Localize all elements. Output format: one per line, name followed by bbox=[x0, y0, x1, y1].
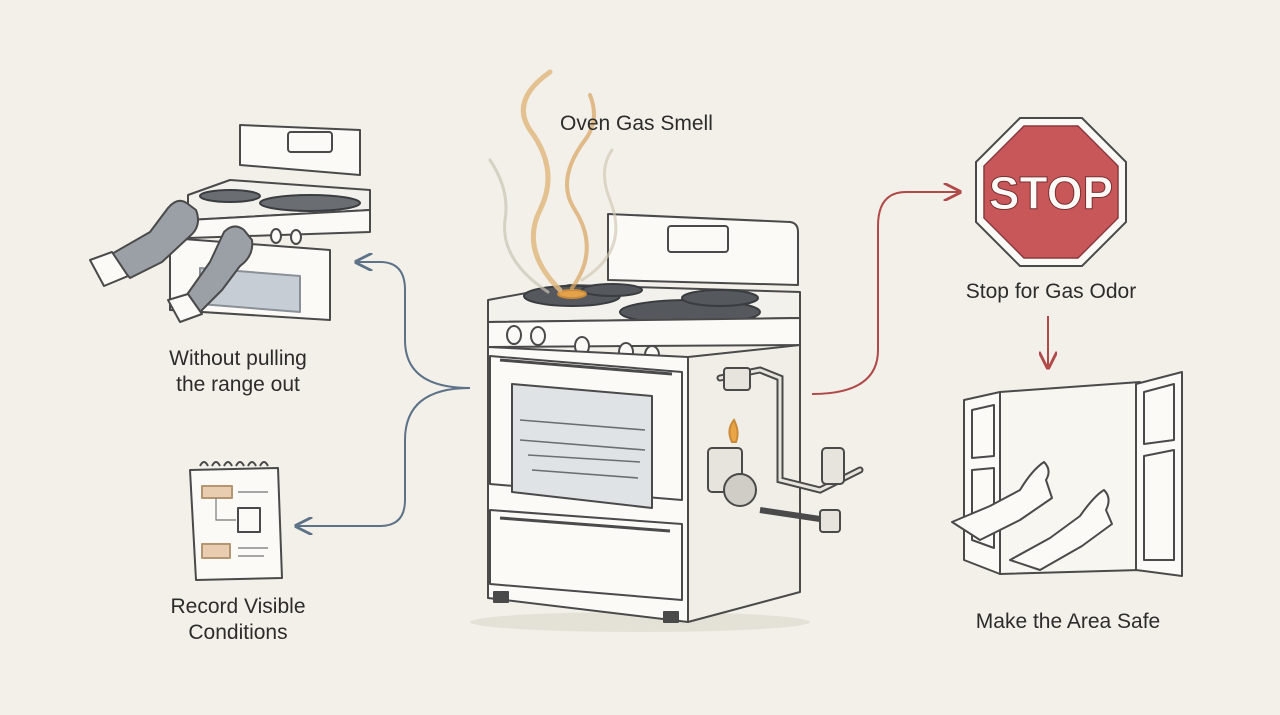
label-record-visible-line2: Conditions bbox=[188, 621, 288, 644]
arrow-to-notepad bbox=[298, 387, 471, 526]
label-record-visible-line1: Record Visible bbox=[170, 595, 306, 618]
open-window-icon bbox=[951, 371, 1183, 577]
label-without-pulling: Without pulling the range out bbox=[150, 346, 326, 398]
label-make-area-safe: Make the Area Safe bbox=[975, 610, 1161, 633]
label-stop-for-gas: Stop for Gas Odor bbox=[965, 280, 1137, 303]
gas-smell-wisp-icon bbox=[488, 69, 618, 294]
connector-arrows bbox=[298, 192, 1048, 526]
stop-sign-icon bbox=[975, 117, 1127, 267]
gloved-hands-icon bbox=[89, 124, 371, 323]
label-without-pulling-line2: the range out bbox=[176, 373, 300, 396]
arrow-to-stop bbox=[811, 192, 958, 395]
gas-valve-icon bbox=[707, 366, 864, 533]
arrow-to-gloves bbox=[358, 262, 471, 389]
label-oven-gas-smell: Oven Gas Smell bbox=[560, 112, 713, 135]
range-oven-icon bbox=[470, 213, 810, 632]
label-record-visible: Record Visible Conditions bbox=[148, 594, 328, 646]
notepad-icon bbox=[189, 461, 283, 581]
stop-sign-text: STOP bbox=[989, 167, 1113, 219]
label-without-pulling-line1: Without pulling bbox=[169, 347, 307, 370]
